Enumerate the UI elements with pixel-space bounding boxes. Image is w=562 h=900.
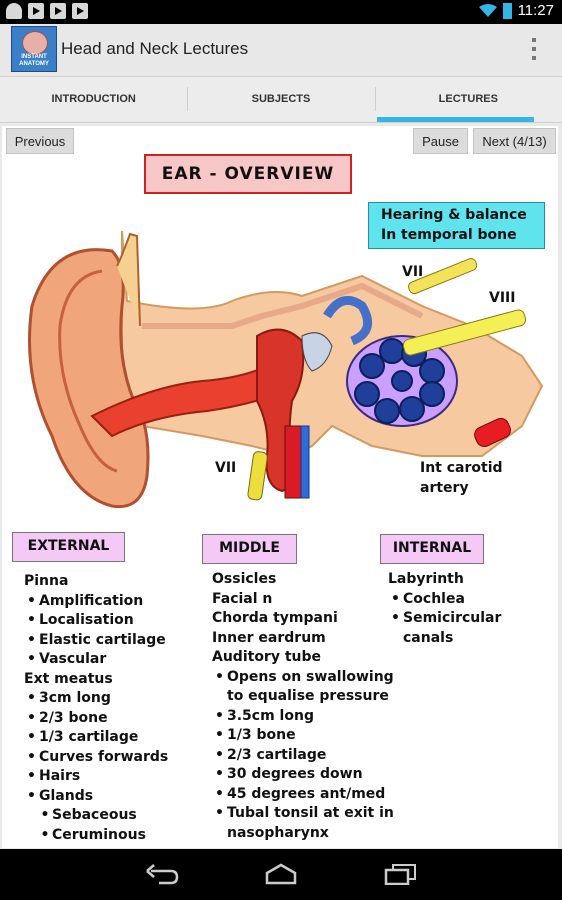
info-note-line: In temporal bone xyxy=(381,227,517,243)
list-item: Semicircular xyxy=(388,609,501,629)
list-item: Hairs xyxy=(24,767,168,787)
lecture-slide: Previous Pause Next (4/13) EAR - OVERVIE… xyxy=(2,126,558,848)
list-item: canals xyxy=(403,629,454,646)
list-item: 1/3 cartilage xyxy=(24,728,168,748)
back-icon[interactable] xyxy=(145,863,179,885)
list-item: 3cm long xyxy=(24,689,168,709)
list-item: 45 degrees ant/med xyxy=(212,785,394,805)
list-item: Auditory tube xyxy=(212,649,322,665)
external-list: PinnaAmplificationLocalisationElastic ca… xyxy=(24,572,168,845)
list-item: Sebaceous xyxy=(24,806,168,826)
ear-anatomy-diagram xyxy=(28,230,544,509)
internal-list: LabyrinthCochleaSemicircularcanals xyxy=(388,570,501,648)
overflow-menu-icon[interactable] xyxy=(532,38,536,60)
slide-title: EAR - OVERVIEW xyxy=(144,154,352,194)
brain-icon xyxy=(22,31,48,55)
list-item: Pinna xyxy=(24,573,69,589)
notification-icons xyxy=(6,3,88,19)
list-item: Vascular xyxy=(24,650,168,670)
media-notification-icon xyxy=(72,3,88,19)
label-carotid: artery xyxy=(420,480,469,496)
list-item: 30 degrees down xyxy=(212,765,394,785)
list-item: Labyrinth xyxy=(388,571,464,587)
label-cn7-bottom: VII xyxy=(215,460,237,476)
list-item: Localisation xyxy=(24,611,168,631)
list-item: Elastic cartilage xyxy=(24,631,168,651)
info-note-line: Hearing & balance xyxy=(381,207,527,223)
tab-introduction[interactable]: INTRODUCTION xyxy=(51,93,136,105)
battery-icon xyxy=(502,2,512,19)
list-item: Cochlea xyxy=(388,590,501,610)
list-item: Opens on swallowing xyxy=(212,668,394,688)
label-cn8: VIII xyxy=(489,290,516,306)
wifi-icon xyxy=(478,3,497,17)
list-item: to equalise pressure xyxy=(227,688,389,704)
list-item: Curves forwards xyxy=(24,748,168,768)
list-item: Ceruminous xyxy=(24,826,168,846)
android-debug-icon xyxy=(6,3,22,19)
app-title: Head and Neck Lectures xyxy=(61,39,249,58)
label-cn7-top: VII xyxy=(402,264,424,280)
list-item: nasopharynx xyxy=(227,824,329,841)
media-notification-icon xyxy=(28,3,44,19)
list-item: Chorda tympani xyxy=(212,610,338,626)
tab-lectures[interactable]: LECTURES xyxy=(374,77,562,122)
section-heading-internal: INTERNAL xyxy=(380,534,484,564)
list-item: Glands xyxy=(24,787,168,807)
list-item: 1/3 bone xyxy=(212,726,394,746)
list-item: Ext meatus xyxy=(24,670,113,687)
list-item: 2/3 cartilage xyxy=(212,746,394,766)
icon-text: ANATOMY xyxy=(19,61,49,67)
list-item: Tubal tonsil at exit in xyxy=(212,804,394,824)
icon-text: INSTANT xyxy=(21,54,47,60)
navigation-bar xyxy=(0,849,562,900)
list-item: Ossicles xyxy=(212,571,277,587)
clock: 11:27 xyxy=(517,2,554,19)
list-item: 3.5cm long xyxy=(212,707,394,727)
tab-bar: INTRODUCTION SUBJECTS LECTURES xyxy=(0,77,562,123)
next-button[interactable]: Next (4/13) xyxy=(473,128,556,154)
label-carotid: Int carotid xyxy=(420,460,503,476)
media-notification-icon xyxy=(50,3,66,19)
recent-apps-icon[interactable] xyxy=(383,863,417,885)
tab-subjects[interactable]: SUBJECTS xyxy=(187,77,374,122)
home-icon[interactable] xyxy=(264,863,298,885)
section-heading-middle: MIDDLE xyxy=(202,534,297,564)
status-bar: 11:27 xyxy=(0,0,562,24)
list-item: 2/3 bone xyxy=(24,709,168,729)
list-item: Inner eardrum xyxy=(212,629,326,646)
section-heading-external: EXTERNAL xyxy=(12,532,125,562)
previous-button[interactable]: Previous xyxy=(6,128,74,154)
list-item: Facial n xyxy=(212,590,273,607)
list-item: Amplification xyxy=(24,592,168,612)
info-note: Hearing & balance In temporal bone xyxy=(368,202,545,249)
pause-button[interactable]: Pause xyxy=(413,128,468,154)
